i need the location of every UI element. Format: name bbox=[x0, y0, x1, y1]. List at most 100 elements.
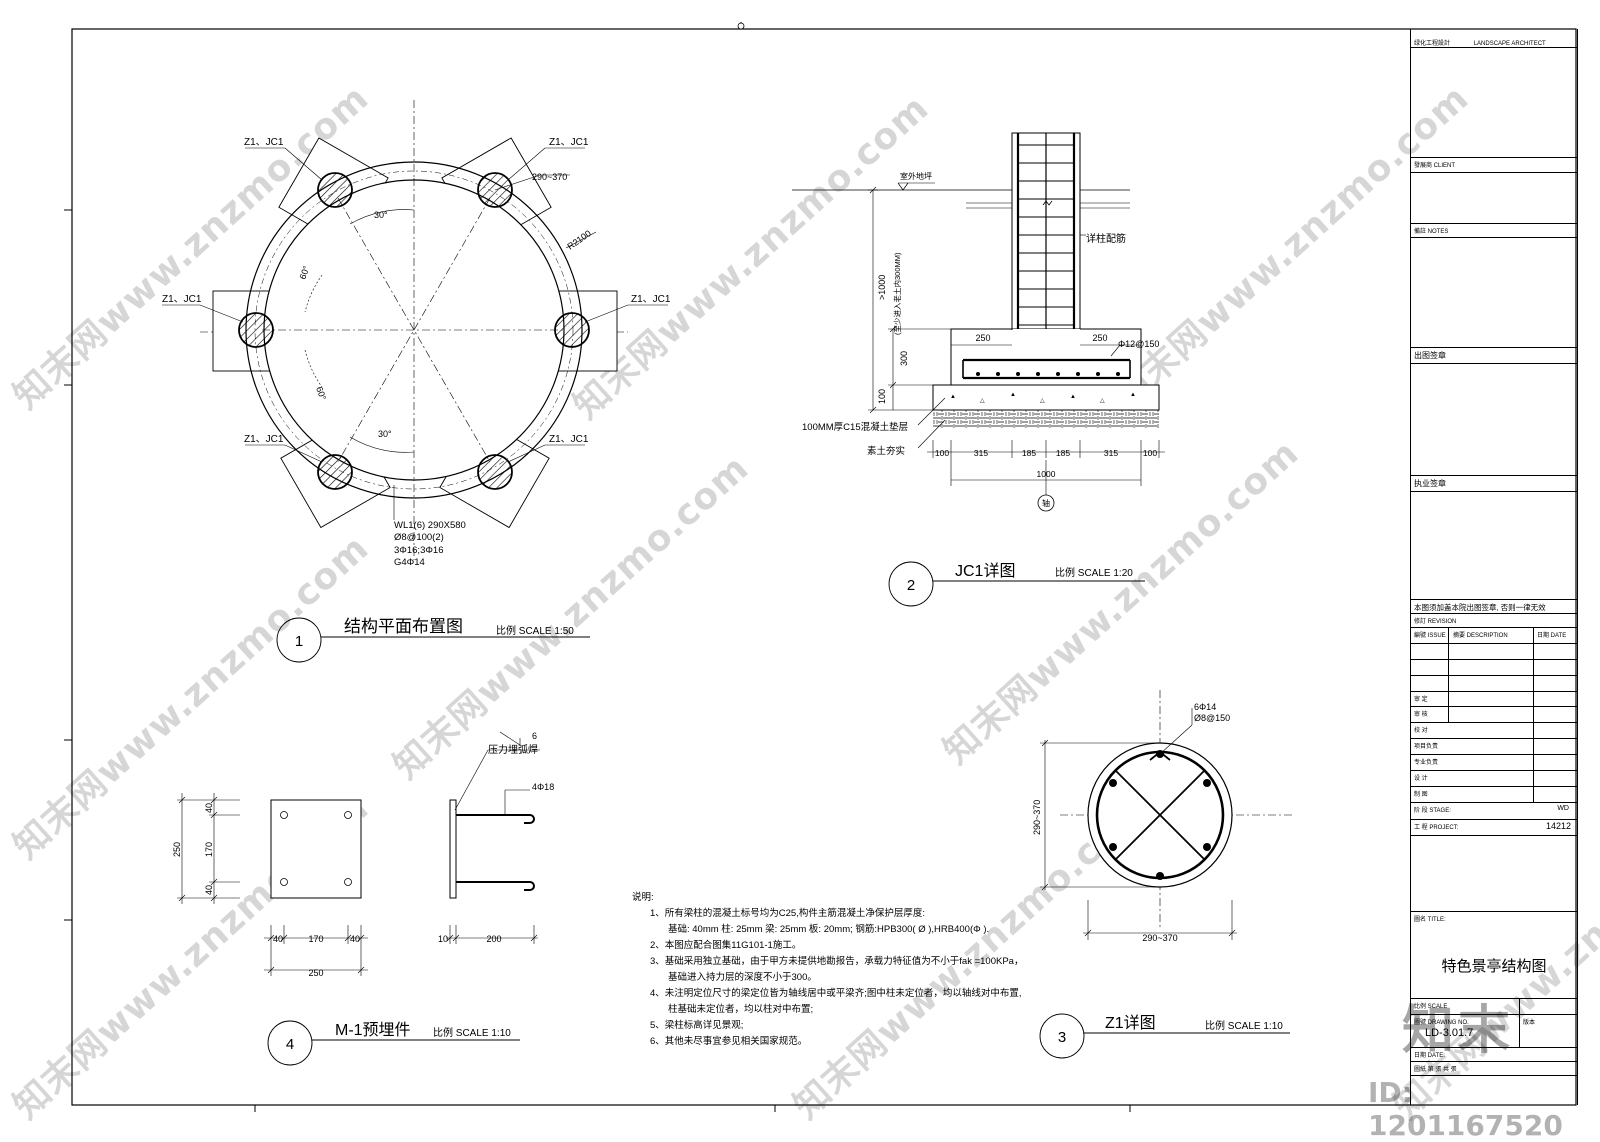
column-label: Z1、JC1 bbox=[244, 137, 284, 148]
dim: 250 bbox=[975, 333, 990, 343]
cushion-height-dim: 100 bbox=[877, 389, 887, 404]
main-rebar-spec: 6Φ14 bbox=[1194, 702, 1216, 712]
dim: 100 bbox=[1143, 448, 1157, 458]
license-stamp-row: 执业签章 bbox=[1411, 475, 1577, 491]
dim: 185 bbox=[1022, 448, 1036, 458]
sheet-row: 圖紙 第 張 共 張 bbox=[1411, 1061, 1577, 1075]
drawing-title: JC1详图 bbox=[955, 562, 1015, 580]
approval-row: 专业负责 bbox=[1411, 754, 1577, 768]
designer-en: LANDSCAPE ARCHITECT bbox=[1473, 41, 1546, 47]
approval-row: 制 图 bbox=[1411, 786, 1577, 800]
svg-text:△: △ bbox=[1040, 398, 1045, 404]
angle-label: 60° bbox=[297, 264, 311, 281]
dim: 185 bbox=[1056, 448, 1070, 458]
plan-drawing: Z1、JC1 Z1、JC1 Z1、JC1 Z1、JC1 Z1、JC1 Z1、JC… bbox=[162, 100, 671, 663]
drawing-scale: 比例 SCALE 1:10 bbox=[433, 1026, 511, 1039]
beam-spec: WL1(6) 290X580 bbox=[394, 520, 466, 531]
dim: 170 bbox=[308, 934, 323, 944]
client-row: 發展商 CLIENT bbox=[1411, 157, 1577, 171]
bar-label: 4Φ18 bbox=[532, 782, 554, 792]
note-line: 基础: 40mm 柱: 25mm 梁: 25mm 板: 20mm; 钢筋:HPB… bbox=[668, 924, 990, 935]
radius-dim: R2100 bbox=[565, 228, 592, 251]
note-line: 柱基础未定位者，均以柱对中布置; bbox=[668, 1004, 814, 1015]
designer-cn: 绿化工程設計 bbox=[1414, 41, 1451, 47]
dim: 290~370 bbox=[1142, 933, 1177, 943]
note-line: 2、本图应配合图集11G101-1施工。 bbox=[650, 940, 802, 951]
title-block: 绿化工程設計 LANDSCAPE ARCHITECT 發展商 CLIENT 備註… bbox=[1410, 29, 1578, 1105]
ground-label: 室外地坪 bbox=[900, 171, 932, 181]
approval-row: 校 对 bbox=[1411, 722, 1577, 736]
drawing-number: 3 bbox=[1058, 1029, 1066, 1046]
depth-note: (至少进入老土内300MM) bbox=[892, 252, 902, 335]
column-label: Z1、JC1 bbox=[631, 294, 671, 305]
svg-text:▲: ▲ bbox=[950, 394, 956, 400]
approval-row: 审 定 bbox=[1411, 691, 1577, 705]
drawing-number: 4 bbox=[286, 1036, 294, 1053]
dim: 315 bbox=[974, 448, 988, 458]
stirrup-spec: Ø8@150 bbox=[1194, 713, 1230, 723]
svg-text:▲: ▲ bbox=[1010, 392, 1016, 398]
notes-heading: 说明: bbox=[632, 892, 654, 903]
dim: 170 bbox=[204, 842, 214, 857]
beam-spec: G4Φ14 bbox=[394, 557, 425, 568]
column-label: Z1、JC1 bbox=[162, 294, 202, 305]
drawing-title: 结构平面布置图 bbox=[344, 617, 463, 636]
z1-detail: 6Φ14 Ø8@150 290~370 290~370 3 Z1详图 比例 SC… bbox=[1032, 690, 1295, 1059]
approval-row: 审 核 bbox=[1411, 706, 1577, 720]
project-row: 工 程 PROJECT: 14212 bbox=[1411, 819, 1577, 833]
revision-row: 修訂 REVISION bbox=[1411, 613, 1577, 627]
column-label: Z1、JC1 bbox=[244, 434, 284, 445]
drawing-scale: 比例 SCALE 1:20 bbox=[1055, 566, 1133, 579]
angle-label: 60° bbox=[314, 385, 328, 402]
drawing-number-value: LD-3.01.7 bbox=[1425, 1027, 1474, 1039]
drawing-title: Z1详图 bbox=[1105, 1014, 1156, 1032]
dim: 40 bbox=[204, 885, 214, 895]
rebar-note: 详柱配筋 bbox=[1086, 232, 1126, 245]
soil-label: 素土夯实 bbox=[867, 445, 905, 457]
drawing-number: 1 bbox=[295, 633, 303, 650]
dim: 250 bbox=[308, 968, 323, 978]
angle-label: 30° bbox=[378, 429, 392, 439]
drawing-number: 2 bbox=[907, 577, 915, 594]
weld-label: 压力埋弧焊 bbox=[488, 743, 538, 756]
dim: 40 bbox=[204, 803, 214, 813]
angle-label: 30° bbox=[374, 210, 388, 220]
jc1-detail: 室外地坪 详柱配筋 bbox=[792, 132, 1165, 607]
issue-stamp-row: 出图签章 bbox=[1411, 347, 1577, 363]
designer-row: 绿化工程設計 LANDSCAPE ARCHITECT bbox=[1411, 36, 1577, 49]
dim: 40 bbox=[350, 934, 360, 944]
note-line: 5、梁柱标高详见景观; bbox=[650, 1020, 744, 1031]
approval-row: 项目负责 bbox=[1411, 738, 1577, 752]
note-line: 6、其他未尽事宜参见相关国家规范。 bbox=[650, 1036, 808, 1047]
column-label: Z1、JC1 bbox=[549, 434, 589, 445]
date-row: 日期 DATE: bbox=[1411, 1047, 1577, 1061]
weld-number: 6 bbox=[532, 731, 537, 741]
dim: 250 bbox=[172, 842, 182, 857]
drawing-scale: 比例 SCALE 1:10 bbox=[1205, 1019, 1283, 1032]
svg-text:△: △ bbox=[980, 398, 985, 404]
drawing-scale: 比例 SCALE 1:50 bbox=[496, 624, 574, 637]
dim: 40 bbox=[273, 934, 283, 944]
drawing-no-row: 圖號 DRAWING NO. 版本 bbox=[1411, 1014, 1577, 1028]
scale-row: 比例 SCALE bbox=[1411, 998, 1577, 1012]
drawing-title: 特色景亭结构图 bbox=[1441, 958, 1547, 975]
axis-label: 轴 bbox=[1042, 498, 1050, 508]
dim: 290~370 bbox=[1032, 800, 1042, 835]
title-label-row: 圖名 TITLE: bbox=[1411, 911, 1577, 925]
depth-dim: >1000 bbox=[877, 275, 887, 300]
footing-height-dim: 300 bbox=[899, 351, 909, 366]
dim: 100 bbox=[935, 448, 949, 458]
svg-text:△: △ bbox=[1100, 398, 1105, 404]
footing-rebar-spec: Φ12@150 bbox=[1118, 339, 1159, 349]
beam-spec: 3Φ16;3Φ16 bbox=[394, 545, 444, 556]
note-line: 4、未注明定位尺寸的梁定位皆为轴线居中或平梁齐;图中柱未定位者，均以轴线对中布置… bbox=[650, 988, 1022, 999]
dim: 10 bbox=[438, 934, 448, 944]
watermark-logo: 知末 bbox=[1402, 1001, 1515, 1061]
general-notes: 说明: 1、所有梁柱的混凝土标号均为C25,构件主筋混凝土净保护层厚度: 基础:… bbox=[632, 890, 1023, 1050]
cushion-label: 100MM厚C15混凝土垫层 bbox=[802, 421, 908, 433]
dim: 1000 bbox=[1037, 469, 1056, 479]
svg-text:▲: ▲ bbox=[1070, 394, 1076, 400]
m1-detail: 250 40 170 40 40 170 40 250 6 压力埋弧焊 bbox=[172, 731, 554, 1066]
ring-width-dim: 290~370 bbox=[532, 172, 567, 182]
